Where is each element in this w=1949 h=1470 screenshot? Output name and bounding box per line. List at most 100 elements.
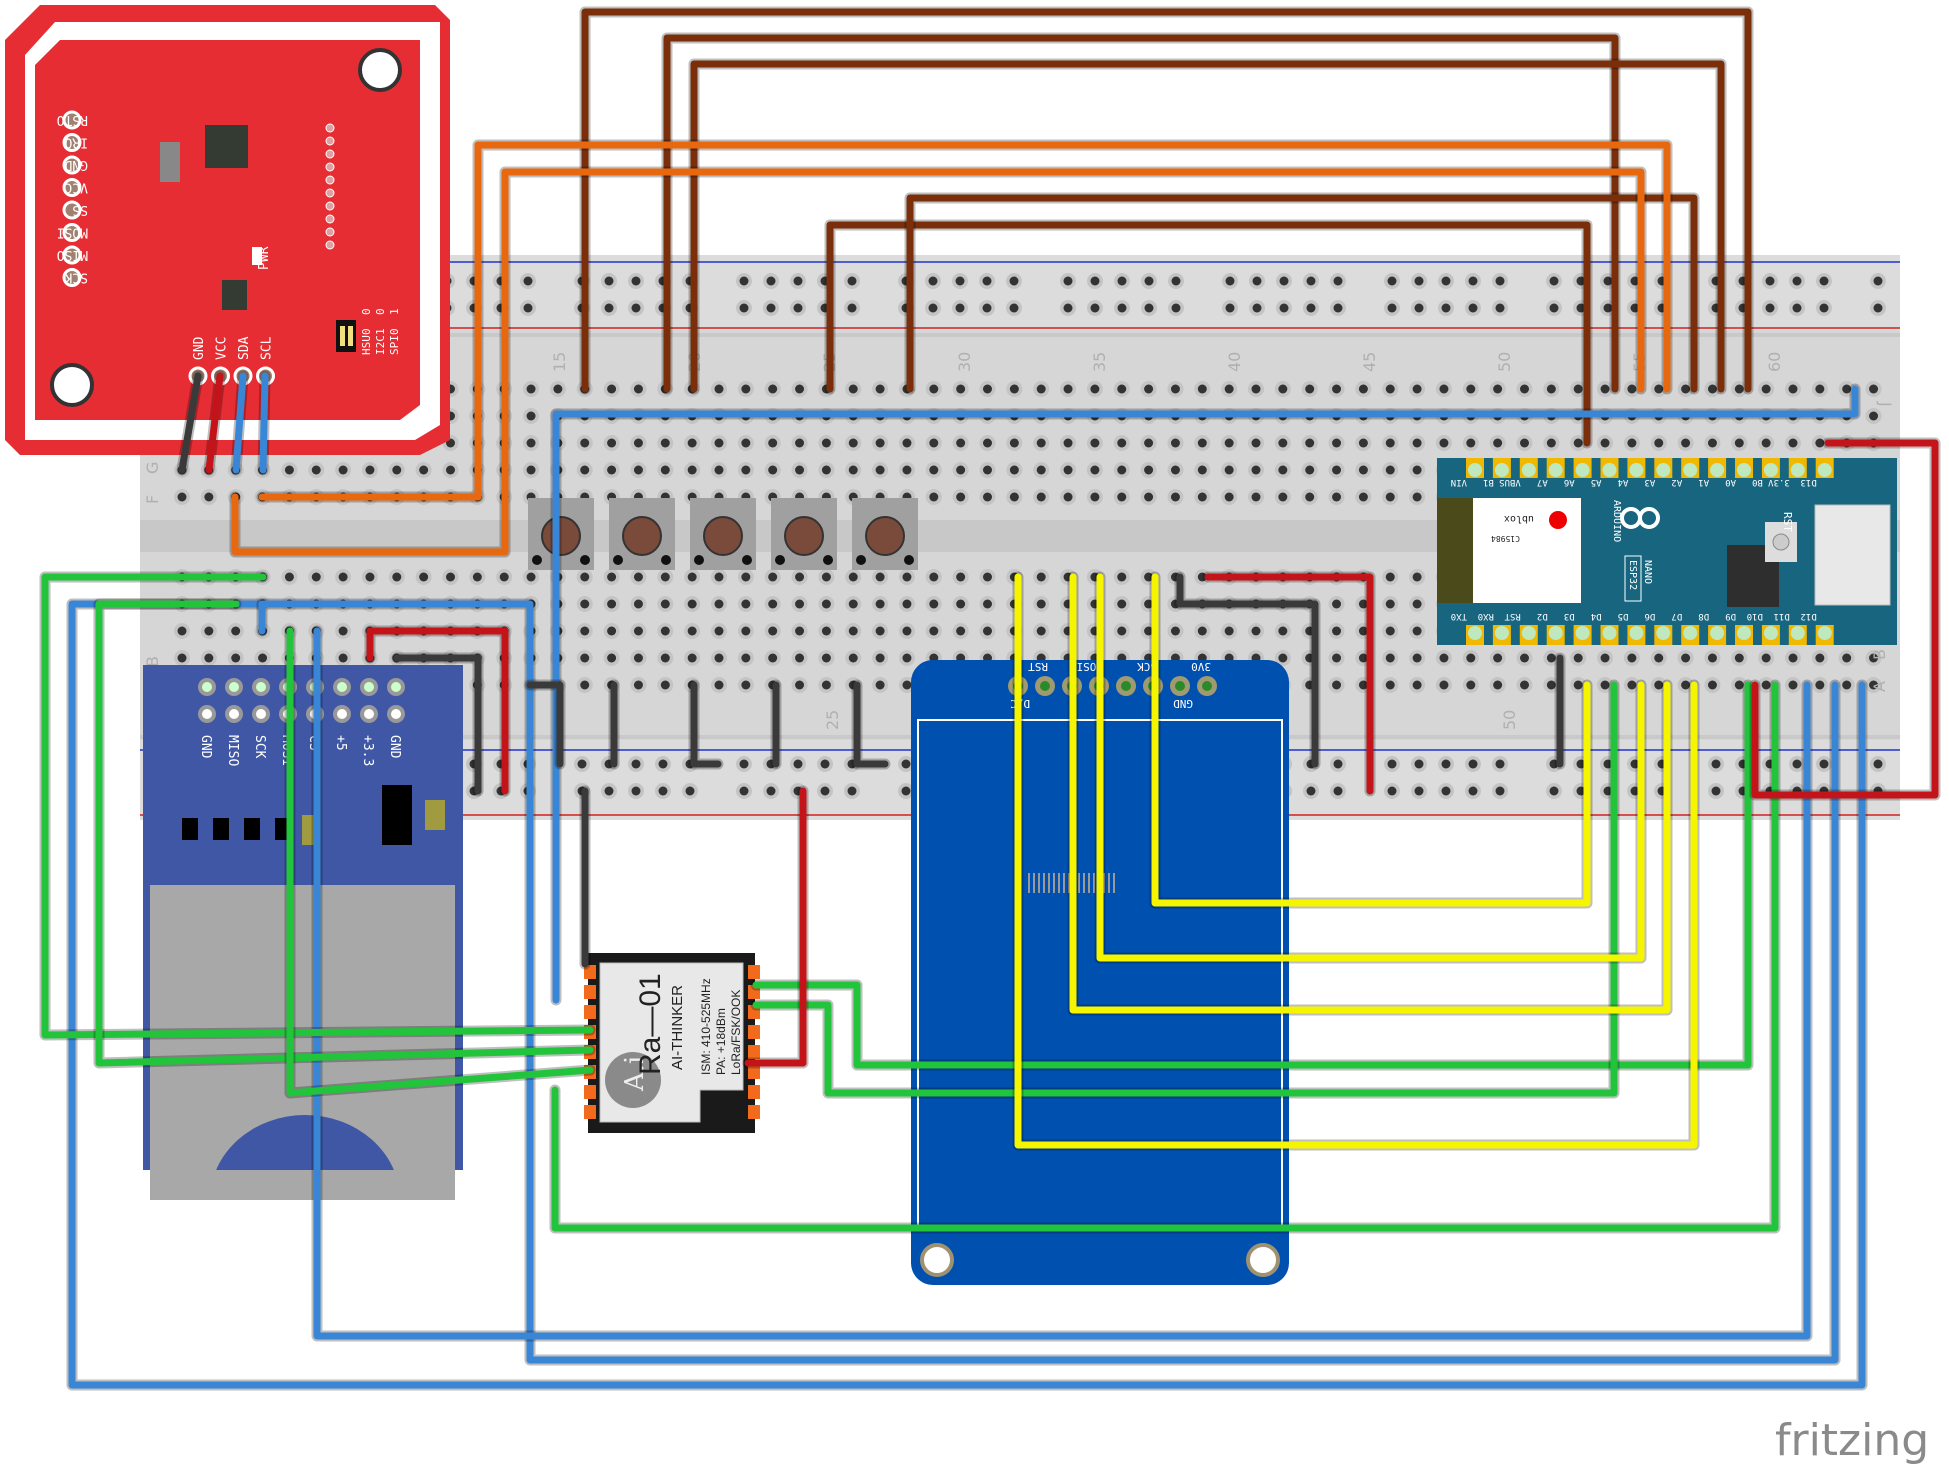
column-number: 15 (550, 352, 569, 372)
breadboard-hole (983, 626, 992, 636)
nfc-pin-label: VCC (65, 180, 88, 195)
push-button-cap (865, 516, 905, 556)
rail-hole (1603, 303, 1613, 313)
nfc-header-pin (62, 200, 82, 220)
breadboard-hole (1546, 680, 1556, 690)
breadboard-hole (1278, 384, 1288, 394)
breadboard-hole (607, 465, 617, 475)
rail-hole (1333, 759, 1343, 769)
breadboard-hole (902, 653, 912, 663)
breadboard-hole (1224, 384, 1234, 394)
rail-hole (928, 303, 938, 313)
breadboard-hole (1117, 438, 1127, 448)
sd-pin (364, 682, 374, 692)
rail-hole (1252, 276, 1262, 286)
wires (39, 6, 1941, 1391)
breadboard-hole (1412, 572, 1422, 582)
nfc-pin-label: SCK (64, 270, 88, 285)
wire-black (853, 681, 889, 768)
breadboard-hole (1305, 438, 1315, 448)
rail-hole (1387, 759, 1397, 769)
display-ribbon-line (1108, 873, 1110, 893)
breadboard-hole (848, 599, 858, 609)
breadboard-hole (848, 465, 858, 475)
rail-hole (1117, 276, 1127, 286)
breadboard-hole (1815, 653, 1825, 663)
nfc-pin-label: MOSI (57, 225, 88, 240)
rail-hole (793, 276, 803, 286)
breadboard-hole (768, 384, 778, 394)
display-ribbon-line (1028, 873, 1030, 893)
wire-brown (663, 34, 1619, 393)
arduino-pin-label: D2 (1537, 611, 1548, 621)
push-button-leg (532, 555, 542, 565)
breadboard-hole (768, 626, 778, 636)
arduino-pin (1790, 463, 1805, 477)
breadboard-hole (1600, 653, 1610, 663)
breadboard-hole (768, 572, 778, 582)
rail-hole (523, 276, 533, 286)
breadboard-hole (1117, 572, 1127, 582)
breadboard-hole (821, 653, 831, 663)
nfc-header-pin (62, 133, 82, 152)
breadboard-hole (1197, 465, 1207, 475)
nfc-pad (325, 149, 335, 159)
arduino-pin (1494, 626, 1509, 640)
arduino-pin (1629, 626, 1644, 640)
column-number: 30 (955, 352, 974, 372)
breadboard-hole (1036, 492, 1046, 502)
breadboard-hole (1520, 438, 1529, 448)
breadboard-hole (741, 680, 751, 690)
breadboard-hole (1063, 438, 1073, 448)
rail-hole (1306, 786, 1316, 796)
breadboard-hole (1009, 384, 1019, 394)
breadboard-hole (660, 465, 670, 475)
arduino-pin (1683, 626, 1698, 640)
sd-pin-label: +5 (333, 735, 348, 751)
breadboard-hole (1788, 653, 1798, 663)
breadboard-hole (1573, 438, 1583, 448)
breadboard-hole (660, 438, 670, 448)
breadboard-hole (1815, 438, 1825, 448)
display-ribbon-line (1113, 873, 1115, 893)
breadboard-hole (848, 572, 858, 582)
breadboard-hole (1412, 680, 1422, 690)
breadboard-hole (526, 438, 536, 448)
breadboard-hole (231, 626, 241, 636)
nfc-pin-label: IRQ (64, 135, 88, 150)
sd-pin-label: GND (387, 735, 402, 759)
breadboard-hole (1385, 599, 1395, 609)
sd-pin (337, 709, 347, 719)
breadboard-hole (1788, 438, 1798, 448)
breadboard-hole (633, 438, 643, 448)
rail-hole (1873, 759, 1883, 769)
wire-green (551, 681, 1779, 1232)
arduino-pin-label: VBUS (1499, 477, 1521, 487)
arduino-pin (1710, 626, 1725, 640)
breadboard-hole (741, 384, 751, 394)
push-button-leg (775, 555, 785, 565)
breadboard-hole (1385, 626, 1395, 636)
breadboard-hole (741, 653, 751, 663)
nfc-header-pin (62, 268, 82, 287)
breadboard-hole (1278, 438, 1288, 448)
svg-text:A.i: A.i (620, 1056, 650, 1092)
rail-hole (820, 786, 830, 796)
nfc-inner-board (35, 40, 420, 420)
breadboard-hole (607, 438, 617, 448)
breadboard-hole (1627, 438, 1637, 448)
display-pin (1175, 681, 1185, 691)
breadboard-hole (1520, 653, 1529, 663)
breadboard-hole (607, 572, 617, 582)
arduino-pin-label: A0 (1725, 477, 1736, 487)
display-pin-label-gnd: GND (1173, 697, 1193, 710)
breadboard-hole (1358, 465, 1368, 475)
rail-hole (1009, 303, 1019, 313)
breadboard-hole (795, 438, 805, 448)
arduino-pin (1494, 463, 1509, 477)
wire-green (286, 627, 594, 1097)
breadboard-hole (983, 384, 992, 394)
arduino-pin-label: D3 (1564, 611, 1575, 621)
wire-black (690, 681, 722, 768)
